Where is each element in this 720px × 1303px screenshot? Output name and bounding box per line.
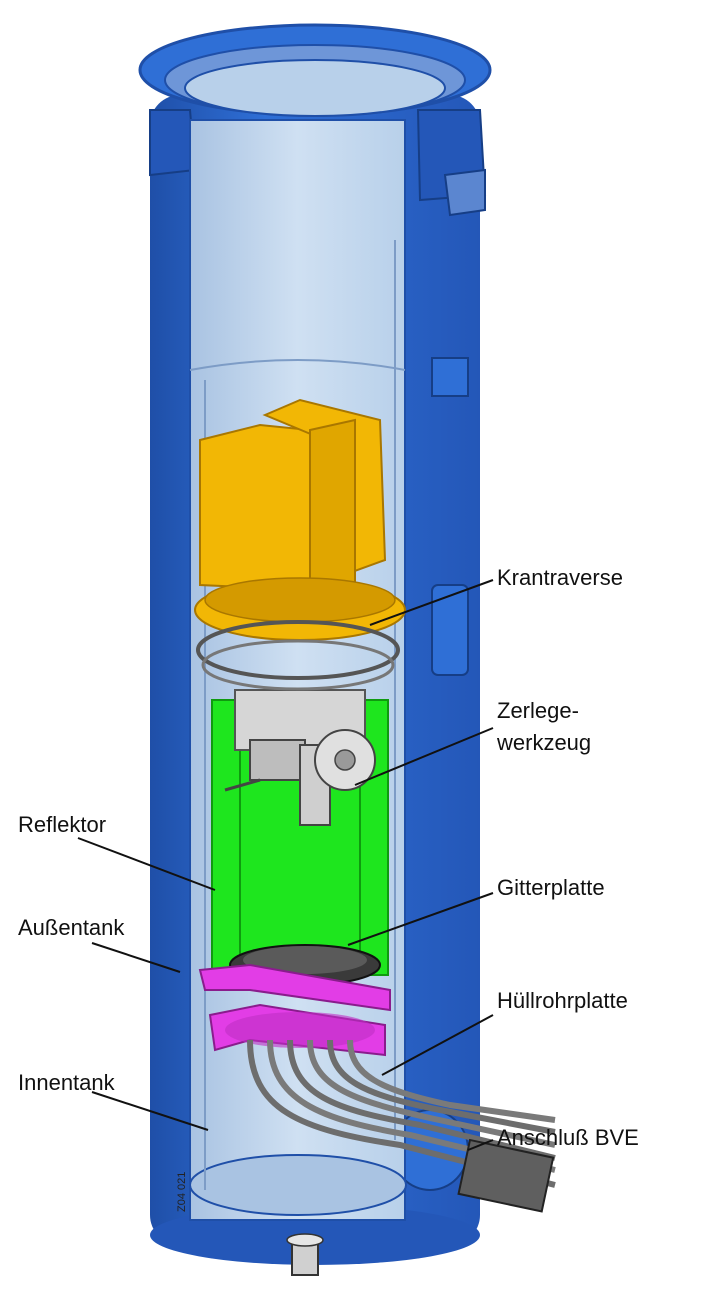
leader-reflektor — [77, 837, 216, 891]
label-innentank: Innentank — [18, 1070, 116, 1095]
label-zerlegewerkzeug-line2: werkzeug — [496, 730, 591, 755]
crane-traverse — [194, 398, 406, 691]
drawing-code: Z04 021 — [176, 1172, 188, 1212]
leader-zerlegewerkzeug — [354, 727, 494, 786]
leader-aussentank — [91, 942, 181, 973]
dismantling-tool — [224, 689, 376, 826]
label-reflektor: Reflektor — [18, 812, 106, 837]
pipe-bundle — [247, 1039, 556, 1213]
label-zerlegewerkzeug-line1: Zerlege- — [497, 698, 579, 723]
leader-gitterplatte — [347, 892, 494, 946]
label-huellrohrplatte: Hüllrohrplatte — [497, 988, 628, 1013]
label-krantraverse: Krantraverse — [497, 565, 623, 590]
bottom-drain — [286, 1233, 324, 1276]
label-anschluss-bve: Anschluß BVE — [497, 1125, 639, 1150]
leader-anschluss — [467, 1139, 494, 1151]
label-gitterplatte: Gitterplatte — [497, 875, 605, 900]
cladding-tube-plate — [198, 963, 391, 1057]
leader-innentank — [91, 1091, 209, 1131]
leader-huellrohrplatte — [381, 1014, 494, 1076]
label-aussentank: Außentank — [18, 915, 125, 940]
leader-krantraverse — [369, 579, 494, 626]
